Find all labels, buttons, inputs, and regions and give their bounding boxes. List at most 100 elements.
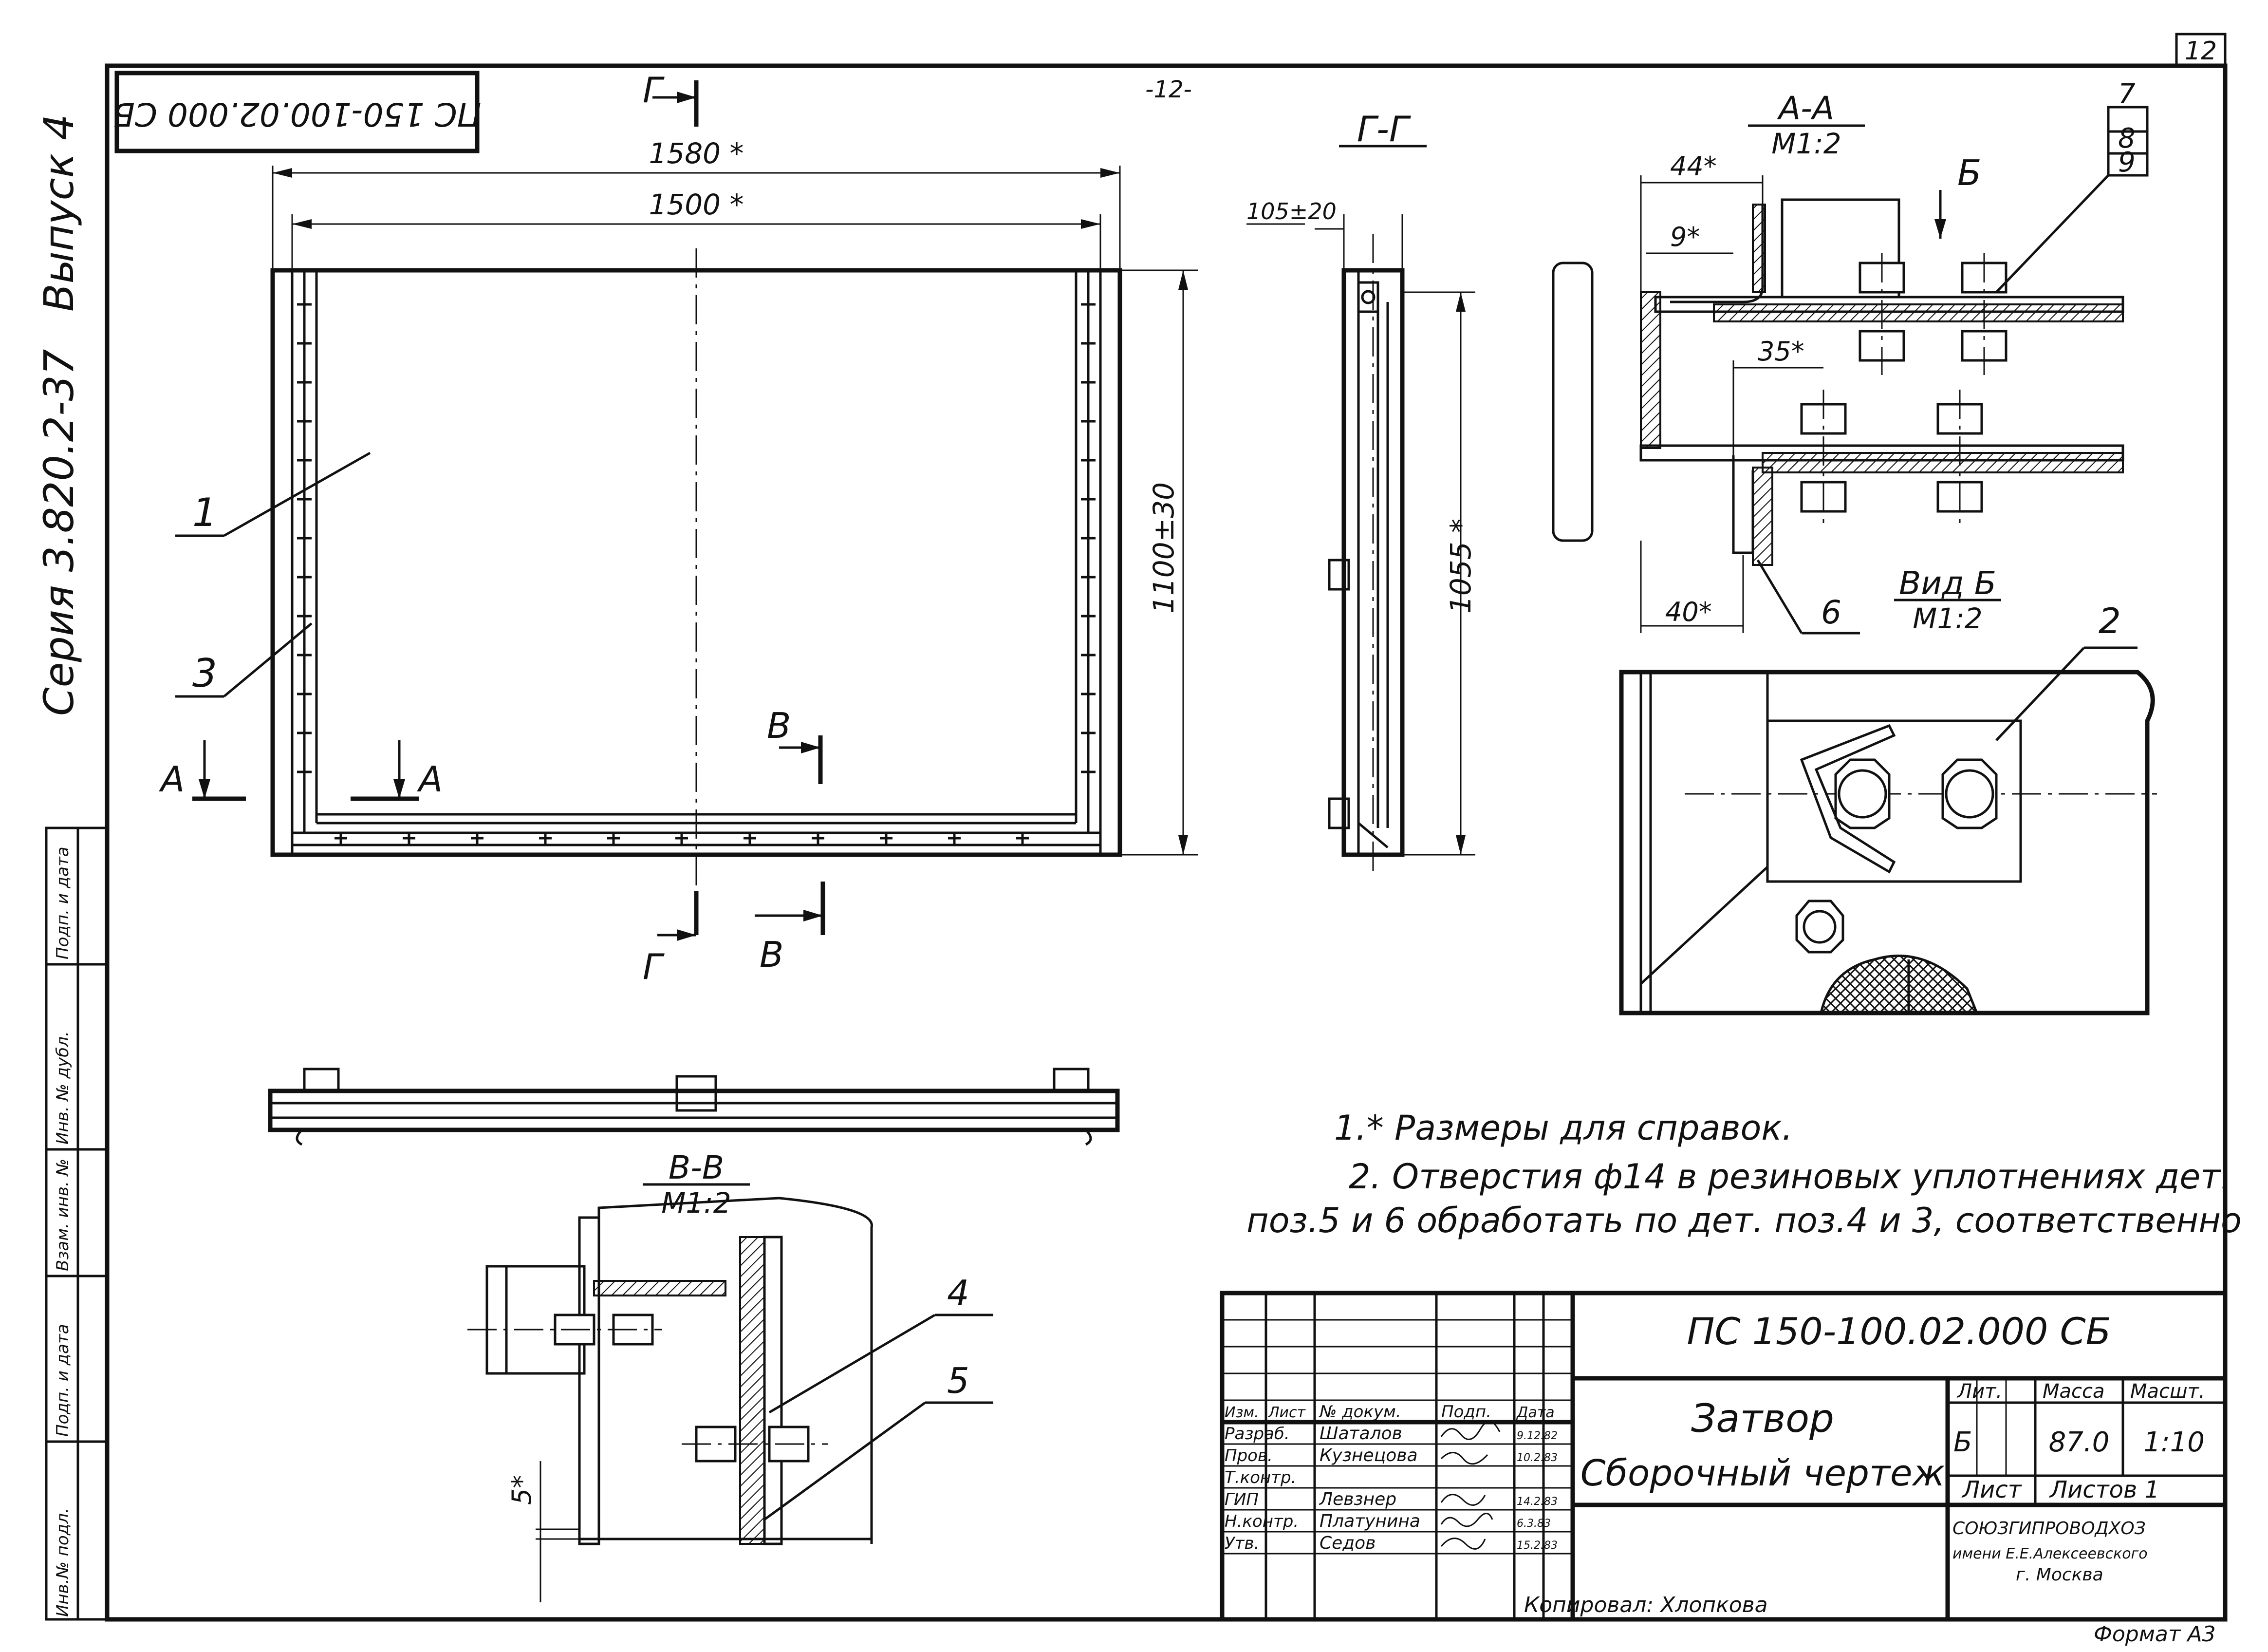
side-stamp-cell-5: Подп. и дата (53, 846, 73, 959)
side-stamp-cell-1: Инв.№ подл. (53, 1508, 73, 1617)
label-pos-9: 9 (2118, 147, 2136, 178)
bolts-aa-upper (1859, 253, 2008, 375)
label-pos-6: 6 (1821, 594, 1841, 631)
note-2-cont: поз.5 и 6 обработать по дет. поз.4 и 3, … (1246, 1201, 2242, 1240)
label-pos-5: 5 (947, 1360, 969, 1401)
label-pos-8: 8 (2118, 123, 2136, 154)
sheet-corner-number: 12 (2185, 37, 2217, 66)
section-aa: А-А М1:2 (1552, 78, 2149, 635)
tb-name-6: Седов (1320, 1533, 1376, 1553)
tb-role-4: ГИП (1225, 1490, 1259, 1509)
tb-name-line2: Сборочный чертеж (1580, 1452, 1945, 1494)
tb-role-5: Н.контр. (1225, 1512, 1299, 1531)
tb-role-1: Разраб. (1225, 1424, 1290, 1444)
dim-9: 9* (1670, 222, 1700, 252)
tb-col-izm: Изм. (1225, 1404, 1259, 1421)
tb-copied: Копировал: Хлопкова (1524, 1593, 1768, 1617)
arrow-b-label: Б (1957, 152, 1981, 193)
tb-org-3: г. Москва (2016, 1565, 2103, 1585)
section-mark-g-bottom: Г (643, 946, 665, 987)
tb-doc-code: ПС 150-100.02.000 СБ (1687, 1310, 2111, 1353)
tb-col-list: Лист (1268, 1404, 1306, 1421)
section-aa-scale: М1:2 (1771, 127, 1841, 160)
section-gg-title: Г-Г (1357, 109, 1411, 150)
dim-1055: 1055 * (1444, 519, 1477, 614)
tb-name-2: Кузнецова (1320, 1446, 1418, 1465)
tb-date-6: 15.2.83 (1517, 1539, 1558, 1552)
tb-name-line1: Затвор (1691, 1396, 1834, 1441)
label-pos-1: 1 (192, 490, 217, 535)
dim-105: 105±20 (1246, 198, 1337, 225)
tb-name-4: Левзнер (1319, 1489, 1396, 1509)
tb-role-2: Пров. (1225, 1446, 1273, 1465)
view-b: Вид Б М1:2 2 (1619, 564, 2157, 1015)
tb-format: Формат А3 (2094, 1622, 2216, 1647)
rotated-code-box: ПС 150-100.02.000 СБ (113, 71, 482, 153)
plan-view (268, 1068, 1120, 1146)
bolts-aa-lower (1800, 390, 1983, 526)
label-pos-7: 7 (2118, 78, 2136, 110)
dim-5: 5* (506, 1475, 537, 1505)
dim-44: 44* (1670, 151, 1717, 182)
signature-1 (1440, 1421, 1501, 1440)
note-2: 2. Отверстия ф14 в резиновых уплотнениях… (1349, 1157, 2231, 1197)
tb-org-1: СОЮЗГИПРОВОДХОЗ (1952, 1519, 2146, 1539)
section-mark-g-top: Г (643, 70, 665, 111)
note-1: 1.* Размеры для справок. (1334, 1108, 1793, 1148)
tb-sheets: Листов 1 (2049, 1476, 2159, 1503)
signature-6 (1440, 1538, 1486, 1550)
tb-org-2: имени Е.Е.Алексеевского (1952, 1545, 2148, 1562)
label-pos-3: 3 (192, 651, 217, 696)
left-margin: Серия 3.820.2-37 Выпуск 4 Инв.№ подл. По… (35, 114, 109, 1621)
dim-1500: 1500 * (649, 188, 744, 221)
tb-col-date: Дата (1516, 1404, 1555, 1421)
tb-head-lit: Лит. (1956, 1380, 2002, 1403)
bolt-marks-right (1081, 297, 1096, 779)
tb-head-scale: Масшт. (2130, 1380, 2205, 1403)
tb-col-sign: Подп. (1441, 1402, 1491, 1422)
main-view: 1580 * 1500 * 1100±30 1 3 А А В (159, 70, 1198, 987)
signature-2 (1440, 1452, 1488, 1465)
tb-name-5: Платунина (1320, 1511, 1420, 1531)
tb-date-2: 10.2.83 (1517, 1452, 1558, 1464)
notes: 1.* Размеры для справок. 2. Отверстия ф1… (1246, 1108, 2242, 1240)
tb-role-3: Т.контр. (1225, 1468, 1296, 1487)
section-vv-title: В-В (669, 1149, 724, 1186)
tb-role-6: Утв. (1225, 1534, 1259, 1553)
signature-4 (1440, 1494, 1486, 1506)
tb-date-4: 14.2.83 (1517, 1496, 1558, 1508)
section-mark-b-top: В (767, 705, 791, 746)
dim-1580: 1580 * (649, 137, 744, 170)
tb-date-1: 9.12.82 (1517, 1430, 1558, 1442)
label-pos-2: 2 (2099, 601, 2121, 641)
dim-40: 40* (1665, 597, 1712, 627)
section-gg: Г-Г 105±20 1055 * (1246, 109, 1477, 877)
side-series: Серия 3.820.2-37 (35, 349, 83, 716)
dim-35: 35* (1758, 336, 1804, 367)
tb-sheet: Лист (1961, 1476, 2023, 1503)
section-mark-a-right: А (417, 759, 443, 800)
view-b-title: Вид Б (1899, 564, 1996, 602)
tb-scale: 1:10 (2143, 1427, 2205, 1458)
rotated-code: ПС 150-100.02.000 СБ (113, 95, 482, 133)
dim-1100: 1100±30 (1147, 482, 1180, 614)
tb-name-1: Шаталов (1320, 1424, 1402, 1444)
page-number: -12- (1145, 76, 1192, 103)
bolt-marks-bottom (335, 832, 1029, 845)
side-stamp-cell-3: Взам. инв. № (53, 1159, 73, 1271)
section-vv: В-В М1:2 5* 4 5 (467, 1149, 993, 1602)
section-mark-b-bottom: В (760, 934, 783, 975)
tb-col-doc: № докум. (1319, 1402, 1401, 1422)
tb-mass: 87.0 (2049, 1427, 2110, 1458)
tb-lit: Б (1953, 1427, 1972, 1458)
side-stamp-cell-4: Инв. № дубл. (53, 1031, 73, 1145)
tb-head-mass: Масса (2043, 1380, 2105, 1403)
label-pos-4: 4 (947, 1273, 969, 1314)
section-mark-a-left: А (159, 759, 185, 800)
view-b-scale: М1:2 (1913, 602, 1982, 635)
side-issue: Выпуск 4 (35, 114, 83, 312)
title-block: Изм. Лист № докум. Подп. Дата Разраб. Ша… (1220, 1291, 2228, 1647)
section-aa-title: А-А (1777, 90, 1834, 127)
bolt-marks-left (297, 297, 312, 779)
